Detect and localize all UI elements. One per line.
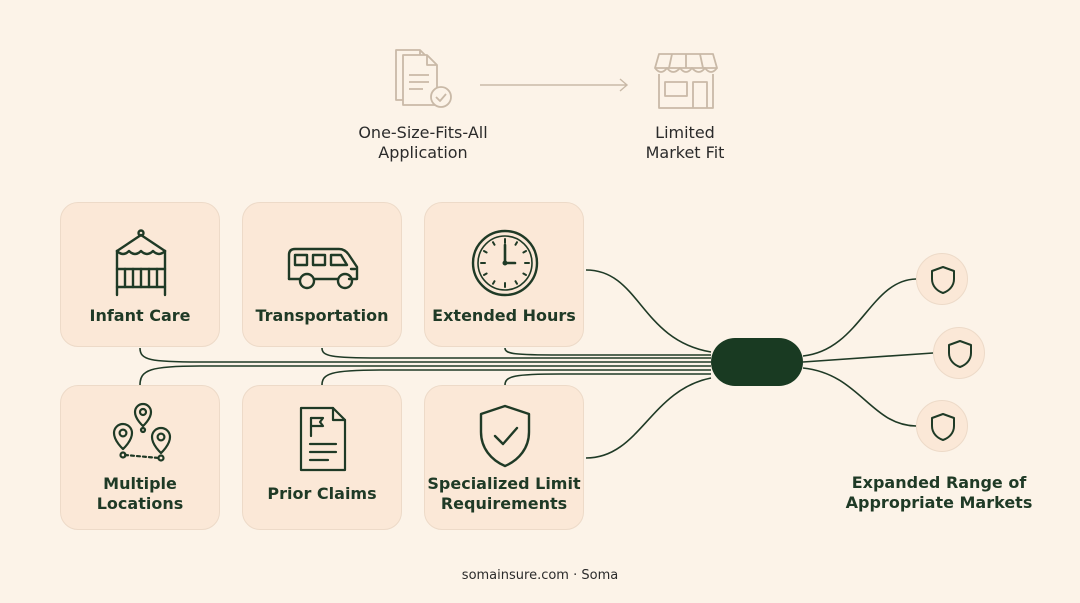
factor-card-infant-care: Infant Care [60,202,220,347]
factor-card-specialized-limit: Specialized Limit Requirements [424,385,584,530]
factor-card-extended-hours: Extended Hours [424,202,584,347]
connector-market-1 [802,278,917,357]
clock-icon [471,229,539,297]
factor-label: Infant Care [89,306,191,325]
hub-node [711,338,803,386]
factor-card-prior-claims: Prior Claims [242,385,402,530]
connector-transportation [321,347,711,359]
crib-icon [115,229,167,297]
shield-icon [948,340,972,368]
claim-document-icon [299,406,347,472]
markets-label: Expanded Range of Appropriate Markets [845,473,1033,512]
connector-prior-claims [321,369,711,386]
factor-card-transportation: Transportation [242,202,402,347]
connector-extended-hours-bottom [504,347,711,356]
connector-multiple-locations [139,365,711,386]
connector-specialized-limit-right [585,377,712,459]
map-pins-icon [112,402,172,462]
connector-market-3 [802,367,917,427]
factor-label: Extended Hours [432,306,576,325]
footer-credit[interactable]: somainsure.com · Soma [461,568,619,583]
factor-label: Specialized Limit Requirements [427,474,581,513]
factor-card-multiple-locations: Multiple Locations [60,385,220,530]
factor-label: Transportation [255,306,389,325]
van-icon [287,247,359,290]
application-document-icon [395,49,452,108]
connector-extended-hours-right [585,269,712,353]
market-node-1 [916,253,968,305]
shield-icon [931,266,955,294]
shield-check-icon [479,404,531,468]
connector-market-2 [802,352,934,363]
market-node-2 [933,327,985,379]
connector-infant-care [139,347,711,363]
market-node-3 [916,400,968,452]
factor-label: Multiple Locations [96,474,184,513]
shield-icon [931,413,955,441]
connector-specialized-limit-top [504,373,711,386]
source-label: One-Size-Fits-All Application [358,123,488,162]
target-label: Limited Market Fit [645,123,725,162]
factor-label: Prior Claims [267,484,377,503]
top-flow-arrow [480,78,629,92]
storefront-icon [654,53,718,109]
